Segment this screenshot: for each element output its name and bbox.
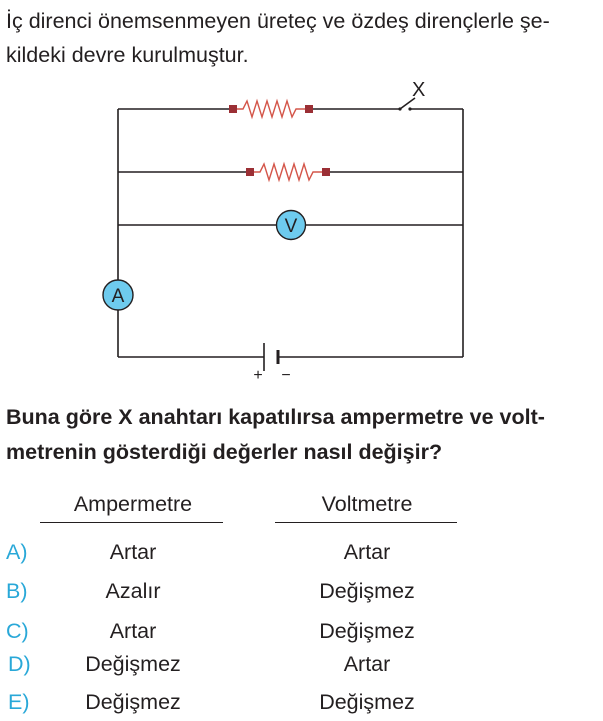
- option-voltmetre: Değişmez: [319, 579, 415, 603]
- option-voltmetre: Değişmez: [319, 690, 415, 714]
- option-ampermetre: Değişmez: [85, 690, 181, 714]
- question-intro: İç direnci önemsenmeyen üreteç ve özdeş …: [6, 4, 596, 72]
- circuit-wires: [117, 108, 464, 358]
- battery-minus-label: −: [281, 367, 290, 384]
- voltmeter: V: [275, 209, 307, 241]
- battery: + −: [253, 343, 291, 384]
- option-voltmetre: Artar: [343, 540, 391, 564]
- option-letter: D): [8, 652, 31, 676]
- circuit-diagram: X V A + −: [102, 79, 464, 384]
- resistor-top: [229, 98, 313, 120]
- battery-plus-label: +: [253, 367, 262, 384]
- option-ampermetre: Değişmez: [85, 652, 181, 676]
- intro-line-2: kildeki devre kurulmuştur.: [6, 43, 249, 67]
- switch-x: X: [398, 79, 425, 111]
- option-voltmetre: Değişmez: [319, 619, 415, 643]
- option-ampermetre: Artar: [109, 540, 157, 564]
- resistor-middle: [246, 161, 330, 183]
- question-line-1: Buna göre X anahtarı kapatılırsa amperme…: [6, 405, 545, 429]
- option-letter: E): [8, 690, 30, 714]
- ammeter-label: A: [112, 286, 125, 307]
- voltmeter-label: V: [285, 216, 298, 237]
- option-ampermetre: Artar: [109, 619, 157, 643]
- header-voltmetre: Voltmetre: [321, 492, 413, 516]
- header-rule-ampermetre: [40, 522, 223, 523]
- intro-line-1: İç direnci önemsenmeyen üreteç ve özdeş …: [6, 9, 550, 33]
- question-line-2: metrenin gösterdiği değerler nasıl değiş…: [6, 440, 443, 464]
- option-letter: C): [6, 619, 29, 643]
- header-rule-voltmetre: [275, 522, 457, 523]
- option-letter: B): [6, 579, 28, 603]
- switch-label: X: [412, 79, 425, 101]
- option-ampermetre: Azalır: [105, 579, 161, 603]
- option-letter: A): [6, 540, 28, 564]
- question-text: Buna göre X anahtarı kapatılırsa amperme…: [6, 400, 598, 470]
- header-ampermetre: Ampermetre: [73, 492, 193, 516]
- option-voltmetre: Artar: [343, 652, 391, 676]
- ammeter: A: [102, 279, 134, 311]
